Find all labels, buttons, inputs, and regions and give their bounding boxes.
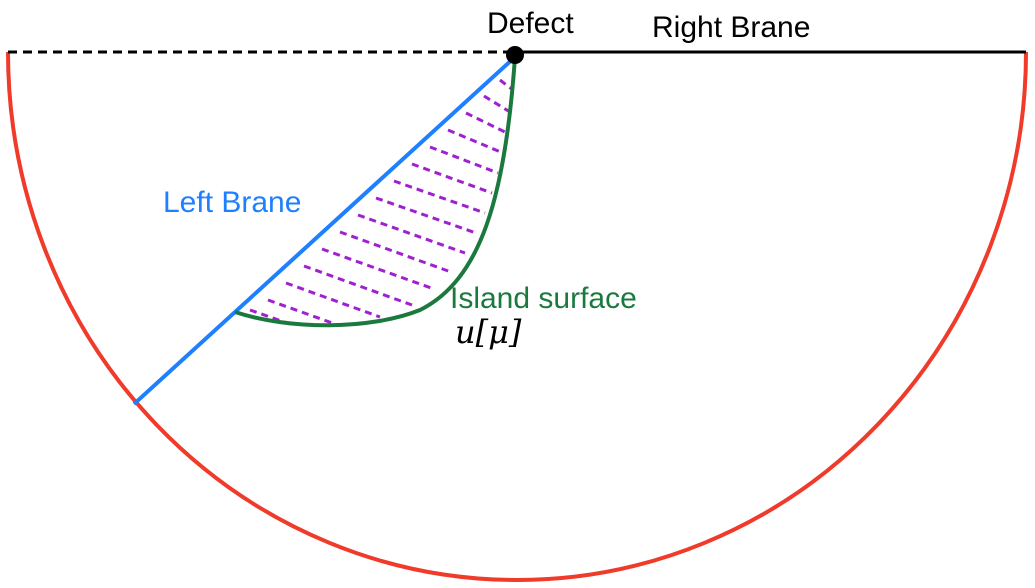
island-hatching [249, 78, 514, 326]
island-surface-curve [234, 56, 517, 328]
defect-point [506, 46, 524, 64]
left-brane-line [132, 55, 517, 406]
right-brane-label: Right Brane [652, 11, 810, 44]
defect-label: Defect [487, 7, 574, 40]
island-surface-label: Island surface [450, 282, 637, 315]
boundary-arc [6, 51, 1028, 582]
left-brane-label: Left Brane [163, 186, 301, 219]
u-mu-label: u[μ] [455, 313, 522, 351]
